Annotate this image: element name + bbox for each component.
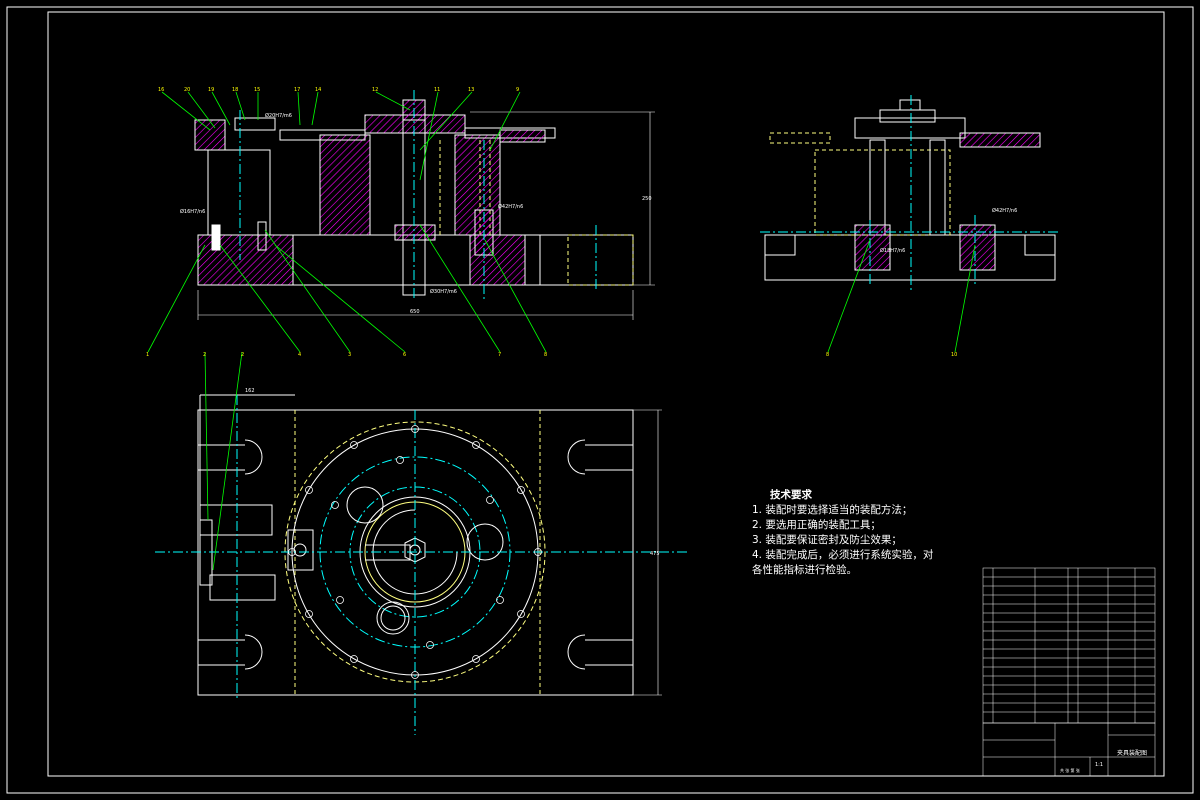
dim-fit-g: Ø18H7/n6	[880, 247, 905, 254]
front-balloons: 16 20 19 18 15 17 14 12 11 13 9 1 4 3 6 …	[146, 87, 547, 358]
balloon-side-8: 8	[826, 352, 829, 358]
balloon-8: 8	[544, 352, 547, 358]
top-leaders	[204, 351, 243, 571]
dim-length: 650	[410, 309, 420, 315]
dim-fit-e: Ø20H7/m6	[265, 112, 292, 119]
outer-frame	[6, 6, 1194, 794]
balloon-3: 3	[348, 352, 351, 358]
tech-item-3: 3. 装配要保证密封及防尘效果；	[752, 534, 902, 546]
balloon-15: 15	[254, 87, 260, 93]
balloon-13: 13	[468, 87, 474, 93]
balloon-4: 4	[298, 352, 301, 358]
top-view	[155, 394, 690, 735]
dim-offset: 162	[245, 388, 255, 394]
front-leaders	[147, 91, 547, 353]
balloon-20: 20	[184, 87, 190, 93]
balloon-19: 19	[208, 87, 214, 93]
bolt-holes	[288, 425, 542, 679]
tech-item-5: 各性能指标进行检验。	[752, 564, 857, 576]
balloon-7: 7	[498, 352, 501, 358]
balloon-18: 18	[232, 87, 238, 93]
sheet-info: 共 张 第 张	[1060, 767, 1080, 773]
balloon-11: 11	[434, 87, 440, 93]
side-view	[760, 95, 1060, 290]
balloon-6: 6	[403, 352, 406, 358]
dim-fit-h: Ø42H7/n6	[992, 207, 1017, 214]
dim-width: 475	[650, 551, 660, 557]
dim-fit-f: Ø16H7/n6	[180, 208, 205, 215]
balloon-17: 17	[294, 87, 300, 93]
balloon-top-2a: 2	[203, 352, 206, 358]
drawing-scale: 1:1	[1095, 762, 1103, 768]
parts-list	[982, 567, 1156, 724]
balloon-1: 1	[146, 352, 149, 358]
title-block	[982, 722, 1156, 777]
front-dimensions	[197, 111, 655, 320]
tech-item-1: 1. 装配时要选择适当的装配方法；	[752, 504, 913, 516]
technical-requirements: 技术要求 1. 装配时要选择适当的装配方法； 2. 要选用正确的装配工具； 3.…	[752, 488, 933, 578]
tech-item-2: 2. 要选用正确的装配工具；	[752, 519, 881, 531]
balloon-14: 14	[315, 87, 321, 93]
dim-height: 250	[642, 196, 652, 202]
balloon-9: 9	[516, 87, 519, 93]
tech-title: 技术要求	[770, 489, 812, 501]
balloon-16: 16	[158, 87, 164, 93]
balloon-side-10: 10	[951, 352, 957, 358]
balloon-top-2b: 2	[241, 352, 244, 358]
dim-fit-b: Ø30H7/m6	[430, 288, 457, 295]
top-dimensions	[633, 409, 662, 696]
drawing-name: 夹具装配图	[1117, 749, 1147, 757]
side-leaders	[827, 239, 976, 353]
balloon-12: 12	[372, 87, 378, 93]
dim-fit-c: Ø42H7/n6	[498, 203, 523, 210]
tech-item-4: 4. 装配完成后，必须进行系统实验，对	[752, 549, 934, 561]
inner-frame	[47, 11, 1165, 777]
front-view	[194, 90, 634, 300]
